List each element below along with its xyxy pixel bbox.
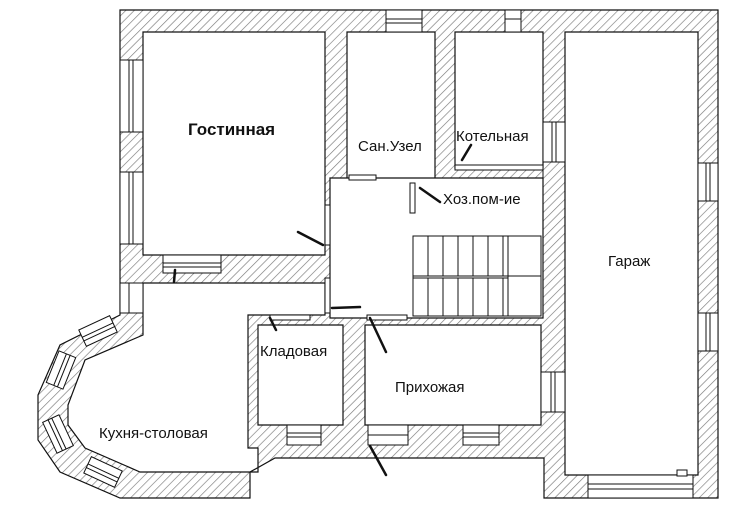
window	[119, 171, 144, 245]
room-label-kitchen: Кухня-столовая	[99, 425, 208, 442]
door-leaf	[366, 314, 408, 321]
windows	[41, 9, 719, 499]
window	[83, 455, 123, 489]
door-leaf	[348, 174, 377, 181]
room-label-hall: Прихожая	[395, 379, 465, 396]
door-leaf	[269, 314, 311, 321]
door-handles	[172, 143, 473, 477]
staircase	[412, 235, 542, 317]
window	[462, 424, 500, 446]
door-leaf	[324, 204, 331, 246]
door-leaf	[409, 182, 416, 214]
window	[286, 424, 322, 446]
room-label-living: Гостинная	[188, 120, 275, 139]
room-label-boiler: Котельная	[456, 128, 529, 145]
room-label-garage: Гараж	[608, 253, 650, 270]
window	[162, 254, 222, 274]
window	[119, 282, 144, 314]
window	[542, 121, 566, 163]
window	[385, 9, 423, 33]
room-label-wc: Сан.Узел	[358, 138, 422, 155]
window	[697, 162, 719, 202]
doors	[269, 164, 688, 477]
door-leaf	[454, 164, 544, 171]
room-label-utility: Хоз.пом-ие	[443, 191, 521, 208]
door-leaf	[676, 469, 688, 477]
garage-door	[587, 474, 694, 499]
window	[78, 314, 118, 348]
window	[45, 350, 77, 390]
window	[504, 9, 522, 33]
window	[41, 414, 75, 454]
room-label-pantry: Кладовая	[260, 343, 327, 360]
window	[540, 371, 566, 413]
door-leaf	[324, 277, 331, 314]
window	[697, 312, 719, 352]
window	[119, 59, 144, 133]
